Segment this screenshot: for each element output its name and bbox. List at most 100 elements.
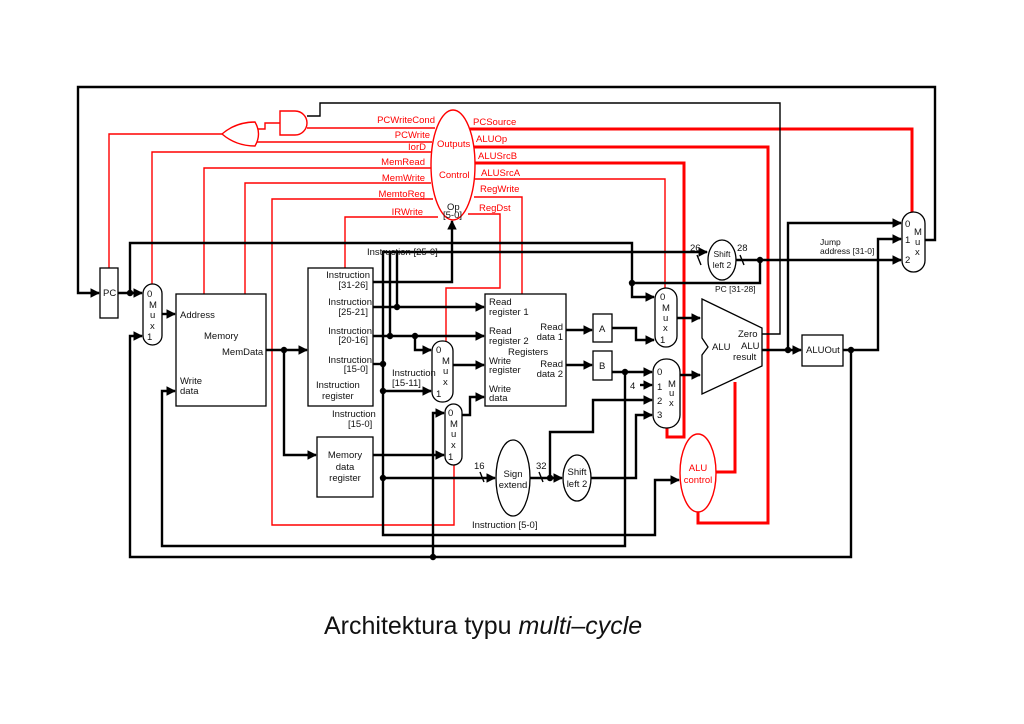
diagram-label: 1 <box>147 332 152 343</box>
diagram-label: Architektura typu <box>324 612 519 640</box>
pc-label: PC <box>103 288 116 299</box>
wire-regwrite <box>474 196 523 294</box>
diagram-label: MemData <box>222 347 264 358</box>
diagram-label: u <box>443 366 448 377</box>
wire-pc-next <box>76 85 937 298</box>
wire-memdata-to-mdr <box>282 350 317 460</box>
op-label: Op <box>447 202 460 213</box>
diagram-label: Zero <box>738 329 758 340</box>
wire-alu-operation <box>716 382 737 474</box>
or-gate <box>220 121 260 147</box>
signal-alusrca: ALUSrcA <box>481 168 521 179</box>
wire-labels: Instruction [25-0] Instruction[15-11] In… <box>332 237 874 531</box>
diagram-label: 32 <box>536 461 547 472</box>
diagram-label: Shift <box>567 467 586 478</box>
signal-regdst: RegDst <box>479 203 511 214</box>
diagram-label: register <box>329 473 361 484</box>
diagram-label: data 1 <box>537 332 563 343</box>
diagram-label: 3 <box>657 410 662 421</box>
diagram-label: data 2 <box>537 369 563 380</box>
diagram-label: 1 <box>657 382 662 393</box>
datapath-wires <box>76 85 937 561</box>
aluout-register: ALUOut <box>801 334 844 367</box>
figure-caption: Architektura typu multi–cycle <box>324 612 642 640</box>
diagram-label: Registers <box>508 347 548 358</box>
signal-regwrite: RegWrite <box>480 184 519 195</box>
mux-alusrcb: 01 23 Mu x <box>652 358 681 429</box>
diagram-label: 0 <box>657 367 662 378</box>
mux-regdst: 0M ux 1 <box>431 340 454 403</box>
control-unit: Outputs Control Op [5-0] PCWriteCond PCW… <box>377 109 521 221</box>
diagram-label: left 2 <box>567 479 588 490</box>
diagram-label: M <box>662 303 670 314</box>
diagram-label: Instruction <box>332 409 376 420</box>
wire-iord <box>151 151 432 284</box>
diagram-label: u <box>915 237 920 248</box>
diagram-label: 28 <box>737 243 748 254</box>
diagram-label: x <box>663 323 668 334</box>
wire-b-to-memory <box>160 372 627 548</box>
diagram-label: register <box>489 365 521 376</box>
diagram-label: 1 <box>436 389 441 400</box>
signal-pcwritecond: PCWriteCond <box>377 115 435 126</box>
diagram-label: M <box>442 356 450 367</box>
diagram-label: Write <box>489 384 511 395</box>
bus-width-marks <box>479 254 745 483</box>
register-a: A <box>592 313 613 343</box>
diagram-label: x <box>451 440 456 451</box>
mux-iord: 0M ux 1 <box>142 283 163 346</box>
diagram-label: 1 <box>660 335 665 346</box>
wire-pc-31-28 <box>632 260 762 285</box>
diagram-label: [20-16] <box>338 335 368 346</box>
signal-alusrcb: ALUSrcB <box>478 151 517 162</box>
diagram-label: ALU <box>712 342 731 353</box>
diagram-label: 0 <box>660 292 665 303</box>
diagram-label: register 1 <box>489 307 529 318</box>
diagram-label: 0 <box>905 219 910 230</box>
and-gate <box>279 110 308 136</box>
diagram-label: 0 <box>436 345 441 356</box>
diagram-label: [25-21] <box>338 307 368 318</box>
diagram-label: result <box>733 352 757 363</box>
diagram-label: 16 <box>474 461 485 472</box>
wire-zero <box>307 102 781 335</box>
diagram-label: 2 <box>905 255 910 266</box>
diagram-label: [15-0] <box>348 419 372 430</box>
pc-register: PC <box>99 267 119 319</box>
signal-memread: MemRead <box>381 157 425 168</box>
wire-memwrite <box>244 182 431 294</box>
diagram-label: control <box>684 475 713 486</box>
wire-pcsource <box>470 127 914 212</box>
diagram-label: Instruction [5-0] <box>472 520 537 531</box>
diagram-label: Memory <box>328 450 363 461</box>
diagram-label: multi–cycle <box>519 612 643 640</box>
wire-pc-enable <box>108 133 222 268</box>
diagram-label: 4 <box>630 381 635 392</box>
op-bits-label: [5-0] <box>443 210 462 221</box>
signal-aluop: ALUOp <box>476 134 507 145</box>
diagram-label: Instruction <box>328 355 372 366</box>
diagram-label: 1 <box>448 452 453 463</box>
diagram-label: Instruction <box>328 326 372 337</box>
diagram-label: address [31-0] <box>820 246 874 256</box>
diagram-label: B <box>599 361 605 372</box>
wire-and-to-or <box>255 122 280 130</box>
mux-pcsource: 01 2 Mu x <box>901 211 926 273</box>
diagram-label: 0 <box>147 289 152 300</box>
diagram-label: extend <box>499 480 528 491</box>
diagram-label: M <box>668 379 676 390</box>
diagram-label: Read <box>489 297 512 308</box>
diagram-label: ALU <box>741 341 760 352</box>
signal-memwrite: MemWrite <box>382 173 425 184</box>
wire-memread <box>203 167 431 294</box>
signal-iord: IorD <box>408 142 426 153</box>
diagram-label: 1 <box>905 235 910 246</box>
signal-memtoreg: MemtoReg <box>379 189 425 200</box>
diagram-label: ALU <box>689 463 708 474</box>
diagram-label: [15-0] <box>344 364 368 375</box>
mux-alusrca: 0M ux 1 <box>654 287 678 348</box>
wire-irwrite <box>344 216 438 268</box>
diagram-label: Instruction <box>316 380 360 391</box>
